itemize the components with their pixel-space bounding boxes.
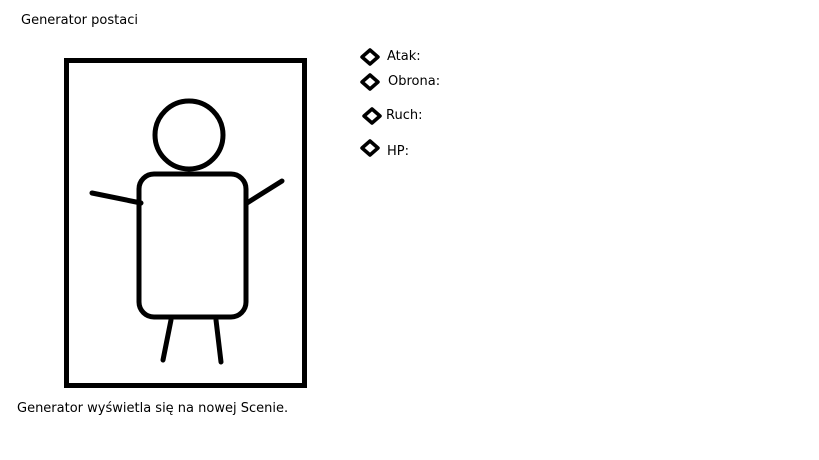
footer-note: Generator wyświetla się na nowej Scenie. (17, 401, 289, 416)
stat-label-hp: HP: (387, 144, 409, 159)
page-title: Generator postaci (21, 13, 138, 28)
character-preview-frame (64, 58, 307, 388)
stick-figure-icon (64, 58, 307, 388)
stat-label-movement: Ruch: (386, 108, 423, 123)
stat-label-attack: Atak: (387, 49, 421, 64)
diamond-icon (360, 139, 380, 157)
diamond-icon (360, 73, 380, 91)
diamond-icon (360, 48, 380, 66)
diamond-icon (362, 107, 382, 125)
stat-label-defense: Obrona: (388, 74, 441, 89)
